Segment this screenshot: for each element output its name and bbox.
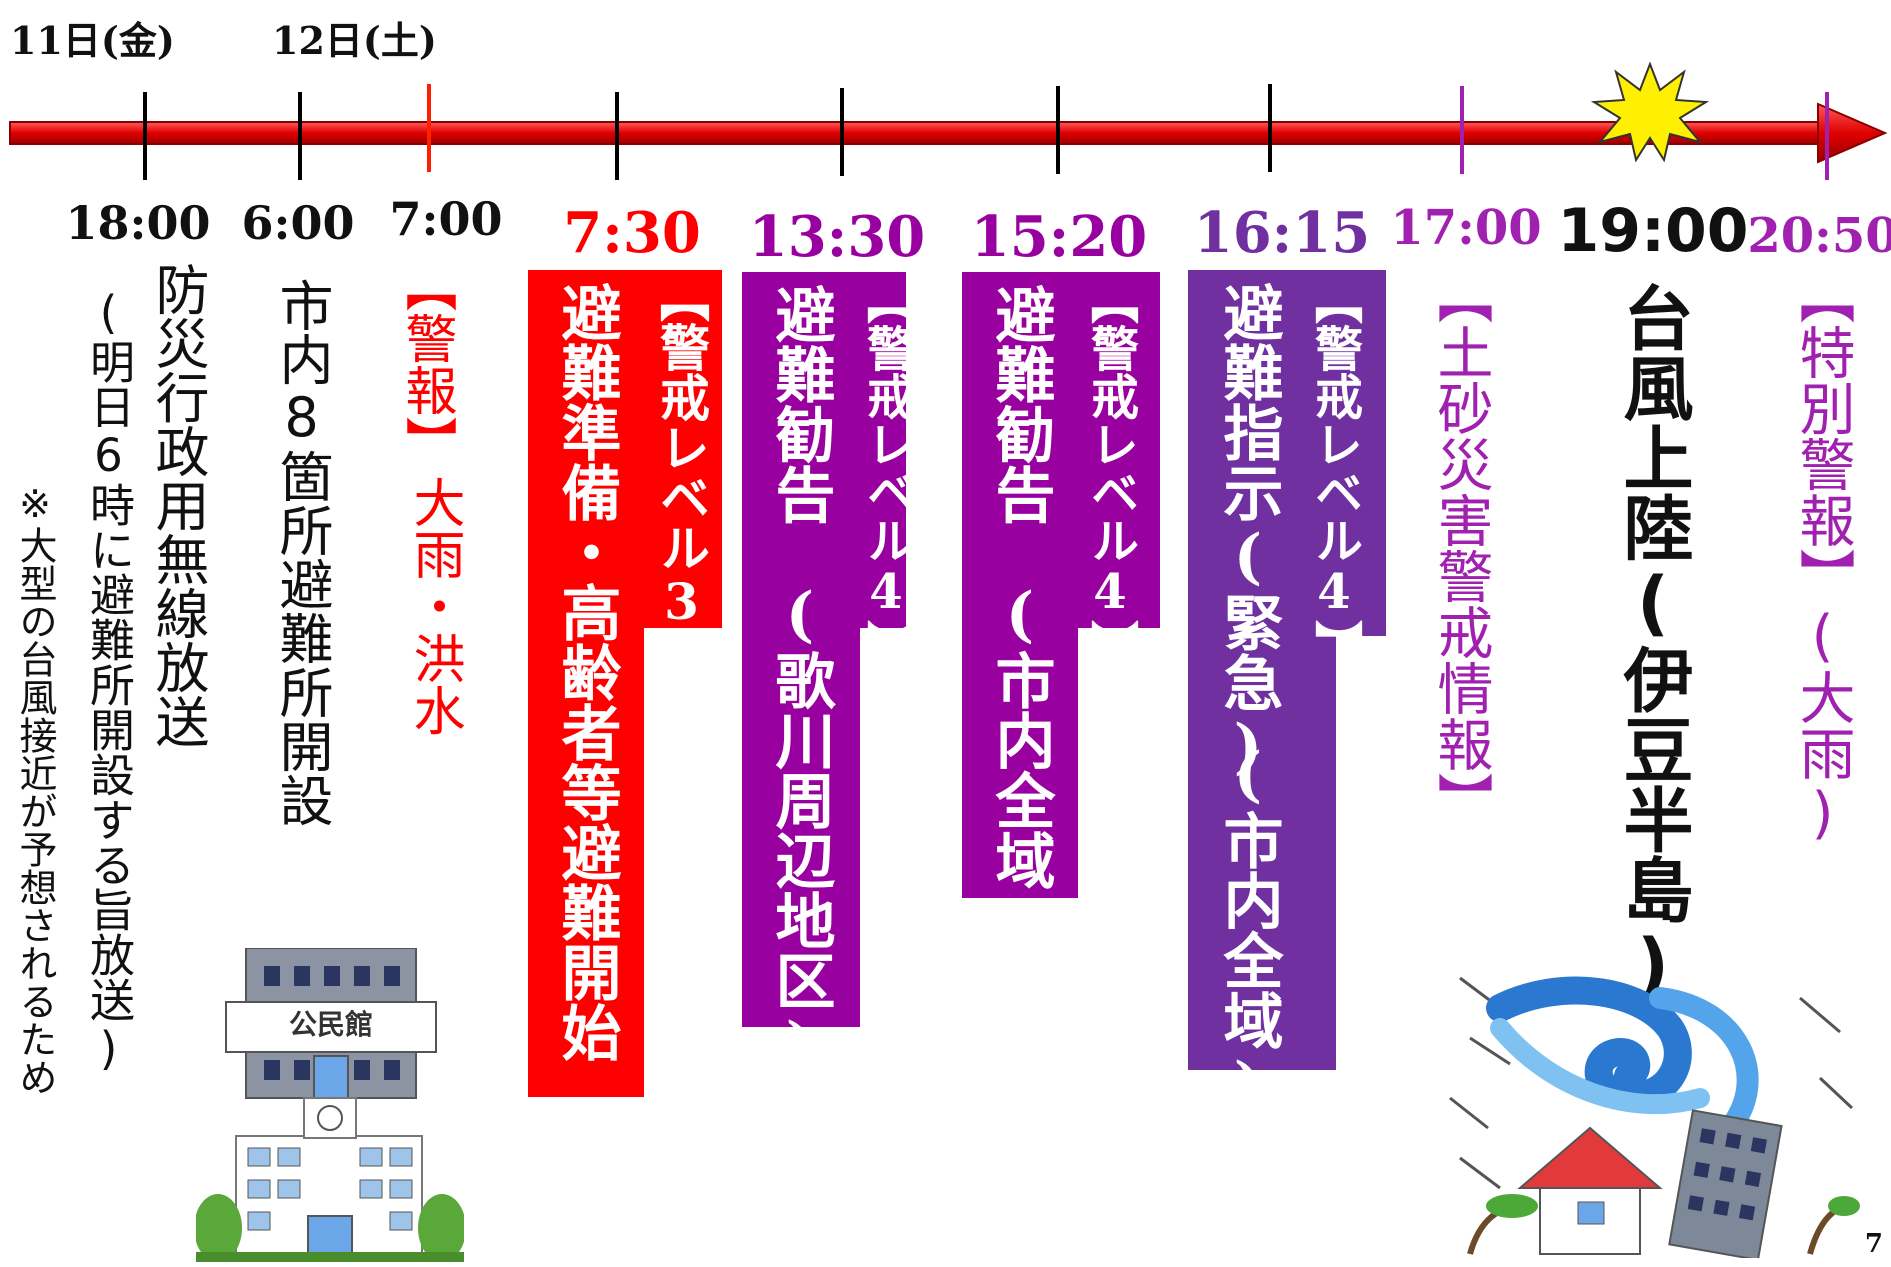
event-level4-b-area: (市内全域)	[985, 580, 1055, 960]
event-level3-box	[528, 270, 644, 1097]
event-level4-b-label: 【警戒レベル4】	[1082, 276, 1138, 668]
event-level3-main: 避難準備・高齢者等避難開始	[551, 282, 621, 1062]
event-typhoon-landfall: 台風上陸(伊豆半島)	[1612, 282, 1694, 1006]
event-level4-b-main: 避難勧告	[985, 284, 1055, 524]
event-level4-a-area: (歌川周辺地区)	[765, 580, 835, 1080]
event-special-warning: 【特別警報】(大雨)	[1790, 268, 1855, 846]
time-7-00: 7:00	[389, 192, 503, 246]
community-center-illustration	[196, 948, 464, 1262]
date-12-sat: 12日(土)	[272, 18, 437, 63]
event-level4-a-box	[742, 272, 860, 1027]
event-warning-label: 【警報】	[396, 260, 456, 468]
event-level3-label: 【警戒レベル3】	[652, 272, 711, 681]
time-17-00: 17:00	[1390, 200, 1542, 256]
time-16-15: 16:15	[1193, 200, 1371, 266]
event-level4-c-main: 避難指示(緊急)	[1213, 282, 1283, 782]
event-level4-c-tab	[1336, 270, 1386, 636]
time-19-00: 19:00	[1557, 196, 1749, 266]
time-13-30: 13:30	[748, 204, 926, 270]
event-level4-a-main: 避難勧告	[765, 284, 835, 524]
event-shelters-open: 市内8箇所避難所開設	[270, 278, 333, 827]
time-18-00: 18:00	[65, 196, 211, 250]
event-level4-c-label: 【警戒レベル4】	[1306, 276, 1362, 668]
event-level4-b-tab	[1078, 272, 1160, 628]
typhoon-illustration	[1449, 976, 1860, 1258]
event-level4-a-tab	[860, 272, 906, 628]
event-broadcast-note: ※大型の台風接近が予想されるため	[13, 482, 57, 1096]
event-broadcast-sub: (明日6時に避難所開設する旨放送)	[82, 286, 135, 1075]
event-level4-c-box	[1188, 270, 1336, 1070]
time-6-00: 6:00	[241, 196, 355, 250]
page-number: 7	[1864, 1229, 1883, 1259]
community-center-sign: 公民館	[288, 1008, 373, 1041]
timeline-arrow	[9, 84, 1888, 180]
event-level4-a-label: 【警戒レベル4】	[858, 276, 914, 668]
event-warning-main: 大雨・洪水	[404, 476, 464, 736]
event-landslide-info: 【土砂災害警戒情報】	[1428, 268, 1493, 828]
event-level4-c-area: (市内全域)	[1213, 740, 1283, 1120]
event-level4-b-box	[962, 272, 1078, 898]
time-20-50: 20:50	[1747, 208, 1891, 264]
time-7-30: 7:30	[563, 200, 701, 266]
event-level3-tab	[644, 270, 722, 628]
date-11-fri: 11日(金)	[10, 18, 175, 63]
landfall-star-icon	[1590, 62, 1710, 162]
time-15-20: 15:20	[970, 204, 1148, 270]
event-broadcast-main: 防災行政用無線放送	[146, 262, 209, 748]
